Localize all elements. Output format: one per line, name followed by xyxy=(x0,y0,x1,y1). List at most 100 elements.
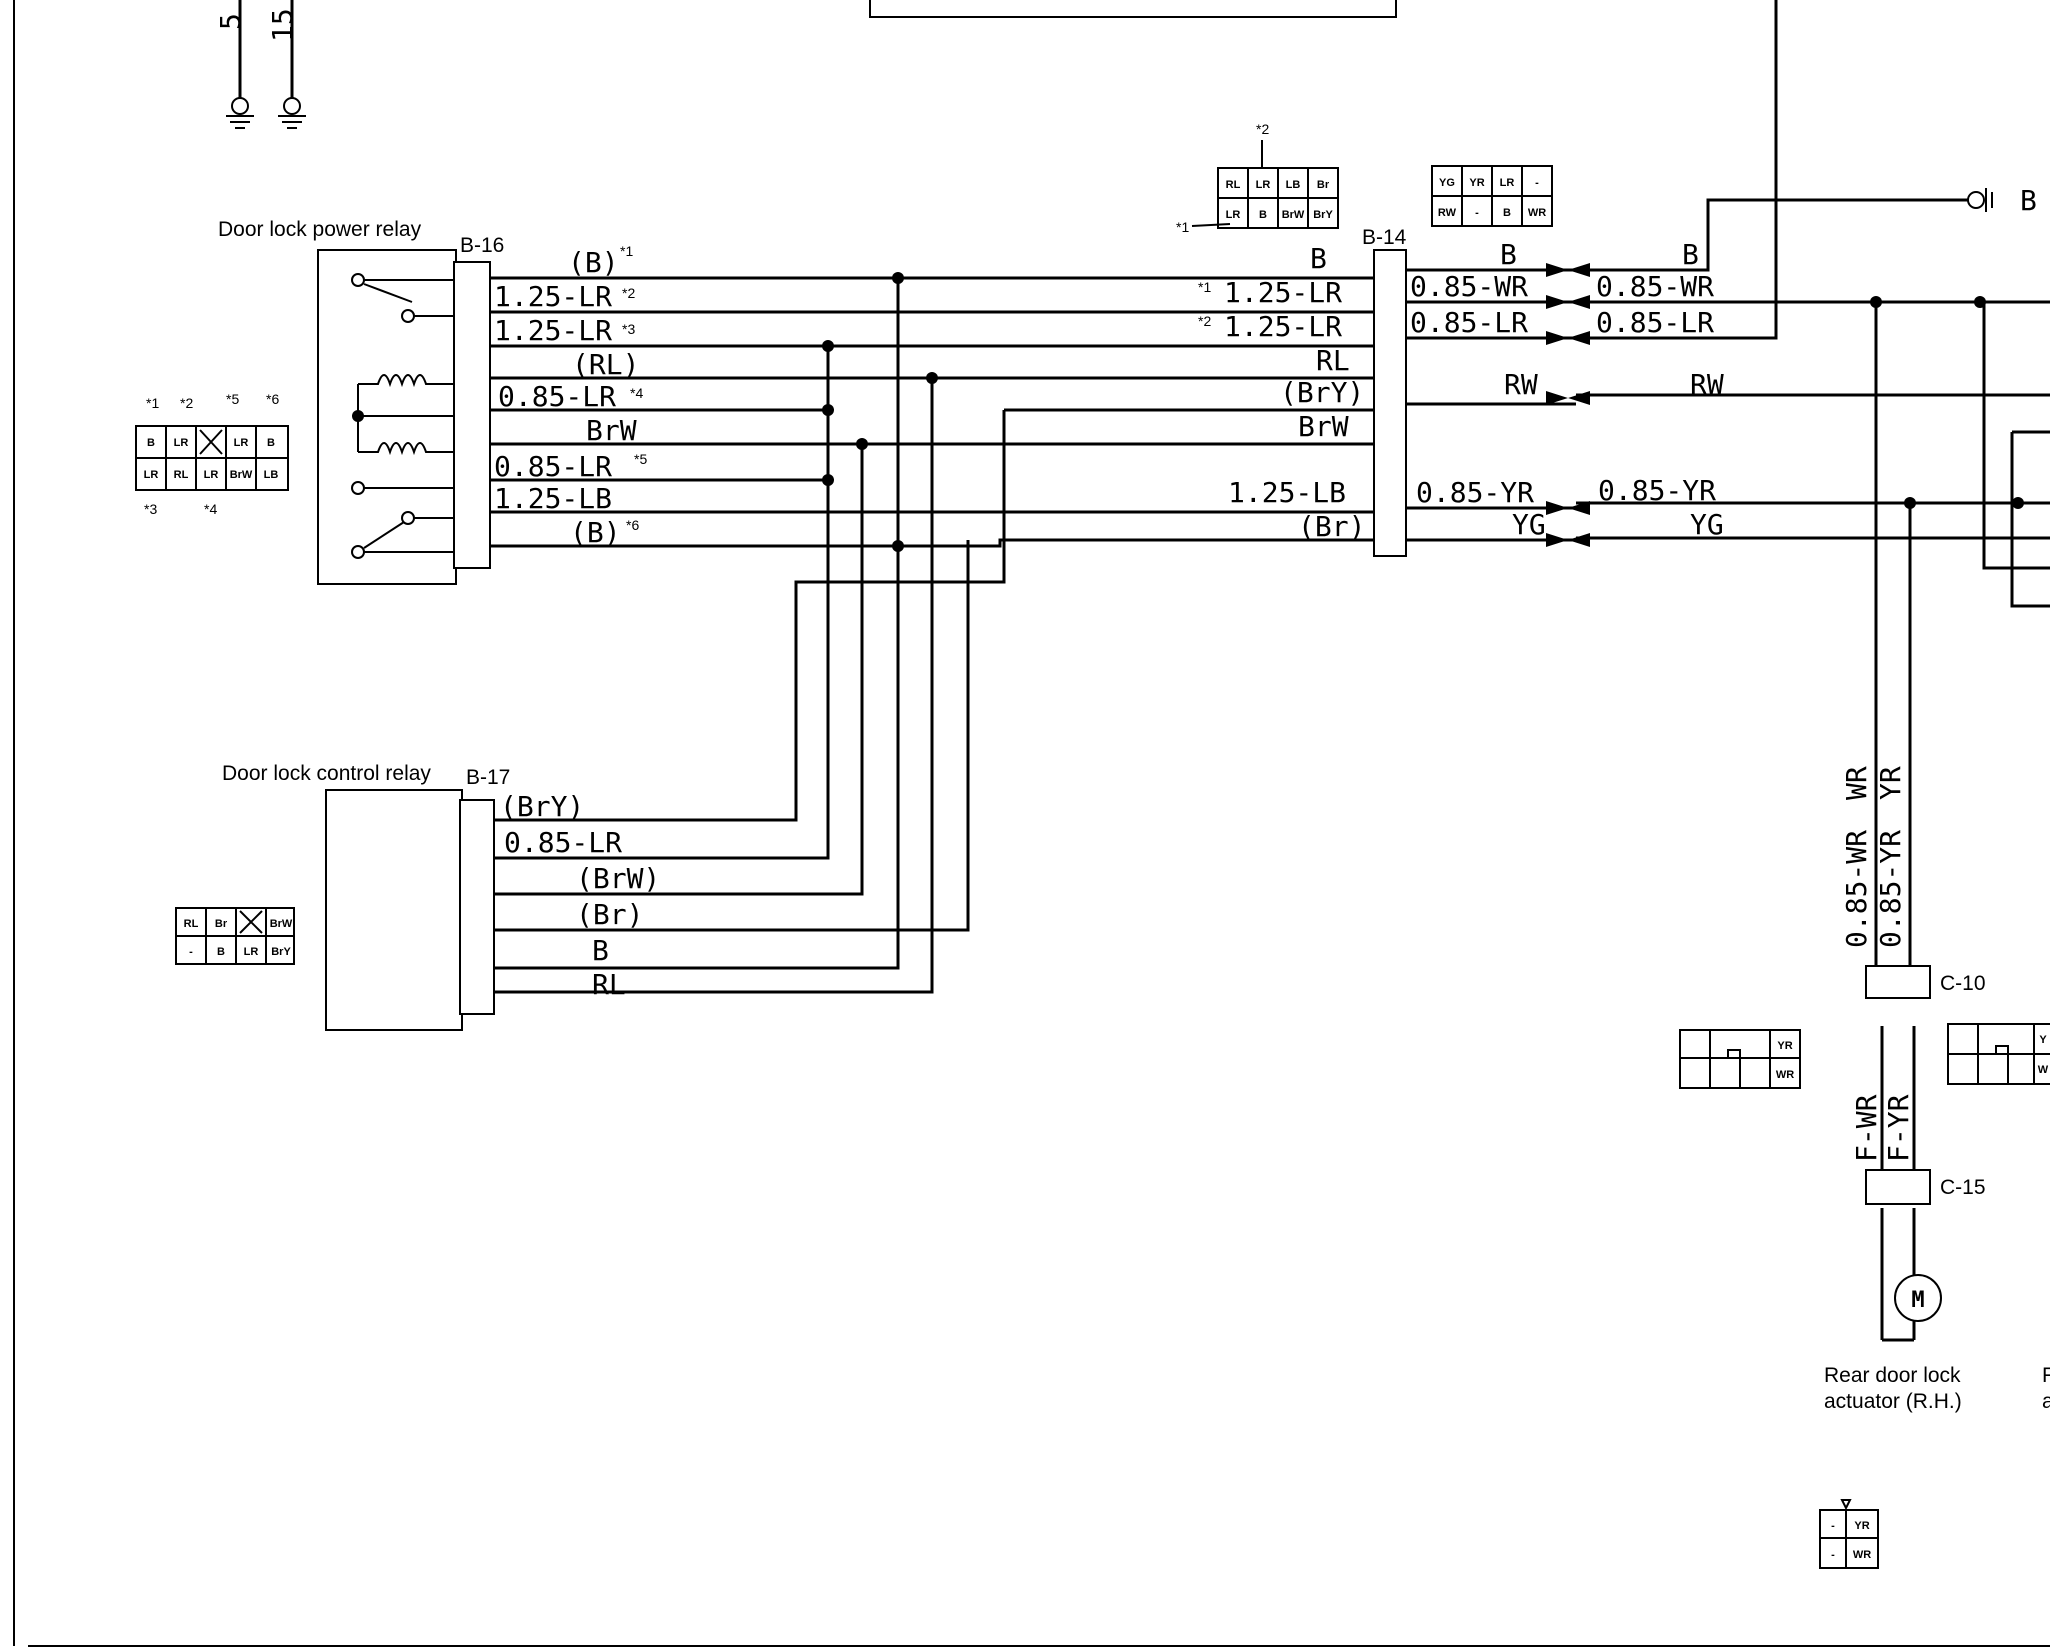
svg-text:LR: LR xyxy=(1500,177,1515,189)
svg-text:WR: WR xyxy=(1776,1069,1794,1081)
svg-text:-: - xyxy=(1831,1520,1835,1532)
svg-text:1.25-LR: 1.25-LR xyxy=(1224,276,1342,309)
connector-c10 xyxy=(1865,965,1931,999)
junction-dot xyxy=(822,404,834,416)
svg-text:B: B xyxy=(1310,242,1327,275)
svg-text:LR: LR xyxy=(1226,209,1241,221)
svg-text:LR: LR xyxy=(144,469,159,481)
relay-switch-1 xyxy=(351,273,454,323)
junction-dot xyxy=(856,438,868,450)
connector-b14 xyxy=(1373,249,1407,557)
svg-text:-: - xyxy=(1831,1549,1835,1561)
svg-text:BrW: BrW xyxy=(1282,209,1305,221)
ground-symbol xyxy=(226,97,254,129)
svg-text:BrY: BrY xyxy=(1313,209,1333,221)
right-component-edge xyxy=(2010,430,2050,608)
svg-text:*1: *1 xyxy=(620,243,633,259)
svg-text:B: B xyxy=(592,934,609,967)
junction-dot xyxy=(892,540,904,552)
svg-text:LR: LR xyxy=(244,946,259,958)
vlabel-wr: WR xyxy=(1840,766,1873,800)
svg-text:(B): (B) xyxy=(570,516,621,549)
svg-text:*3: *3 xyxy=(144,501,157,517)
svg-text:0.85-WR: 0.85-WR xyxy=(1596,270,1714,303)
b14-left-labels: B 1.25-LR *1 1.25-LR *2 RL (BrY) BrW 1.2… xyxy=(1198,242,1365,543)
b14-face-b: YG YR LR - RW - B WR xyxy=(1431,165,1553,227)
svg-text:RL: RL xyxy=(174,469,189,481)
svg-text:YR: YR xyxy=(1469,177,1484,189)
control-relay-body xyxy=(325,789,463,1031)
control-relay-connector: B-17 xyxy=(466,766,510,789)
svg-text:0.85-LR: 0.85-LR xyxy=(1596,306,1714,339)
svg-text:RL: RL xyxy=(1226,179,1241,191)
top-label-15: 15 xyxy=(266,8,299,42)
right-caption-r: R xyxy=(2042,1364,2050,1387)
motor-icon: M xyxy=(1894,1274,1942,1322)
svg-text:Br: Br xyxy=(1317,179,1330,191)
svg-text:BrW: BrW xyxy=(230,469,253,481)
b16-wire-labels: (B) *1 1.25-LR *2 1.25-LR *3 (RL) 0.85-L… xyxy=(494,243,647,549)
svg-text:*5: *5 xyxy=(634,451,647,467)
svg-text:RW: RW xyxy=(1438,207,1457,219)
top-label-5: 5 xyxy=(214,13,247,30)
junction-dot xyxy=(822,474,834,486)
vertical-harness xyxy=(1874,302,1912,968)
svg-text:RW: RW xyxy=(1504,368,1538,401)
ground-label-b: B xyxy=(2020,184,2037,217)
svg-text:*1: *1 xyxy=(146,395,159,411)
svg-text:YG: YG xyxy=(1439,177,1455,189)
svg-text:(BrY): (BrY) xyxy=(1280,376,1364,409)
svg-text:BrY: BrY xyxy=(271,946,291,958)
svg-text:LB: LB xyxy=(1286,179,1301,191)
wire-top-right-lr xyxy=(1576,0,1778,340)
upper-box-fragment xyxy=(869,0,1397,18)
svg-text:-: - xyxy=(189,946,193,958)
right-caption-a: a xyxy=(2042,1390,2050,1413)
svg-text:WR: WR xyxy=(1528,207,1546,219)
vertical-harness-lower xyxy=(1880,1026,1916,1178)
svg-text:*2: *2 xyxy=(622,285,635,301)
wire-ground-b xyxy=(1576,198,1968,272)
motor-caption-2: actuator (R.H.) xyxy=(1824,1390,1962,1413)
svg-text:0.85-LR: 0.85-LR xyxy=(1410,306,1528,339)
c15-face: - YR - WR xyxy=(1819,1499,1879,1569)
vlabel-fyr: F-YR xyxy=(1882,1094,1915,1162)
svg-text:Br: Br xyxy=(215,918,228,930)
svg-text:-: - xyxy=(1535,177,1539,189)
b17-wire-labels: (BrY) 0.85-LR (BrW) (Br) B RL xyxy=(500,790,660,1001)
connector-c15 xyxy=(1865,1169,1931,1205)
svg-text:LR: LR xyxy=(234,437,249,449)
svg-text:B: B xyxy=(217,946,225,958)
svg-text:(BrY): (BrY) xyxy=(500,790,584,823)
svg-text:0.85-YR: 0.85-YR xyxy=(1598,474,1716,507)
ground-icon xyxy=(1967,188,1993,212)
top-grounds: 5 15 xyxy=(214,0,306,129)
svg-text:B: B xyxy=(1259,209,1267,221)
svg-text:*1: *1 xyxy=(1176,219,1189,235)
motor-caption-1: Rear door lock xyxy=(1824,1364,1961,1387)
relay-switch-2 xyxy=(351,481,454,559)
ground-symbol xyxy=(278,97,306,129)
connector-arrows xyxy=(1546,263,1590,547)
svg-text:YR: YR xyxy=(1854,1520,1869,1532)
svg-text:0.85-LR: 0.85-LR xyxy=(498,380,616,413)
svg-text:Y: Y xyxy=(2039,1034,2047,1046)
junction-dot xyxy=(1974,296,1986,308)
svg-text:LR: LR xyxy=(1256,179,1271,191)
junction-dot xyxy=(926,372,938,384)
svg-text:RL: RL xyxy=(592,968,626,1001)
svg-text:*6: *6 xyxy=(266,391,279,407)
svg-text:0.85-LR: 0.85-LR xyxy=(504,826,622,859)
svg-text:*4: *4 xyxy=(630,385,643,401)
b14-face-a: RL LR LB Br LR B BrW BrY *2 *1 xyxy=(1176,121,1339,235)
svg-text:YR: YR xyxy=(1777,1040,1792,1052)
svg-text:YG: YG xyxy=(1690,508,1724,541)
svg-text:LB: LB xyxy=(264,469,279,481)
svg-text:0.85-LR: 0.85-LR xyxy=(494,450,612,483)
b14-label: B-14 xyxy=(1362,226,1407,249)
svg-text:(BrW): (BrW) xyxy=(576,862,660,895)
far-right-labels: B 0.85-WR 0.85-LR RW 0.85-YR YG xyxy=(1596,238,1724,541)
svg-text:LR: LR xyxy=(174,437,189,449)
svg-text:1.25-LB: 1.25-LB xyxy=(1228,476,1346,509)
